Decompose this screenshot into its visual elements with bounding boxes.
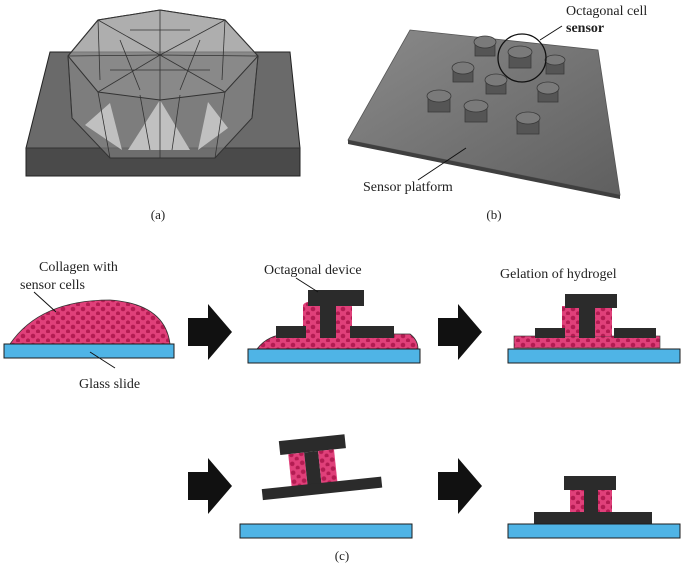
sensor-post: [463, 99, 489, 123]
glass-slide: [3, 343, 175, 359]
process-arrow: [188, 304, 232, 360]
step-collagen-on-slide: [3, 291, 175, 369]
label-collagen-line2: sensor cells: [20, 278, 85, 293]
panel-c-caption: (c): [335, 548, 349, 563]
label-collagen-line1: Collagen with: [39, 260, 118, 275]
sensor-post: [473, 35, 497, 57]
callout-sensor-line1: Octagonal cell: [566, 4, 647, 19]
label-octagonal-device: Octagonal device: [264, 263, 362, 278]
process-arrow: [188, 458, 232, 514]
callout-sensor-line2: sensor: [566, 21, 604, 36]
sensor-post: [536, 81, 560, 103]
label-gelation: Gelation of hydrogel: [500, 267, 617, 282]
step-gelation: [507, 294, 681, 364]
sensor-post: [515, 111, 541, 135]
panel-b-caption: (b): [486, 207, 501, 222]
callout-platform: Sensor platform: [363, 180, 453, 195]
step-device-inserted: [247, 277, 421, 364]
panel-b-sensor-platform: [347, 25, 621, 199]
sensor-post: [544, 54, 566, 75]
sensor-post: [451, 61, 475, 83]
process-arrow: [438, 458, 482, 514]
step-device-lifted: [239, 434, 413, 539]
panel-a-device-render: [25, 9, 301, 177]
sensor-post: [507, 45, 533, 69]
step-device-placed: [507, 476, 681, 539]
panel-a-caption: (a): [151, 207, 165, 222]
sensor-highlight-circle: [497, 33, 547, 83]
label-glass-slide: Glass slide: [79, 377, 140, 392]
sensor-post: [426, 89, 452, 113]
sensor-post: [484, 73, 508, 95]
process-arrow: [438, 304, 482, 360]
